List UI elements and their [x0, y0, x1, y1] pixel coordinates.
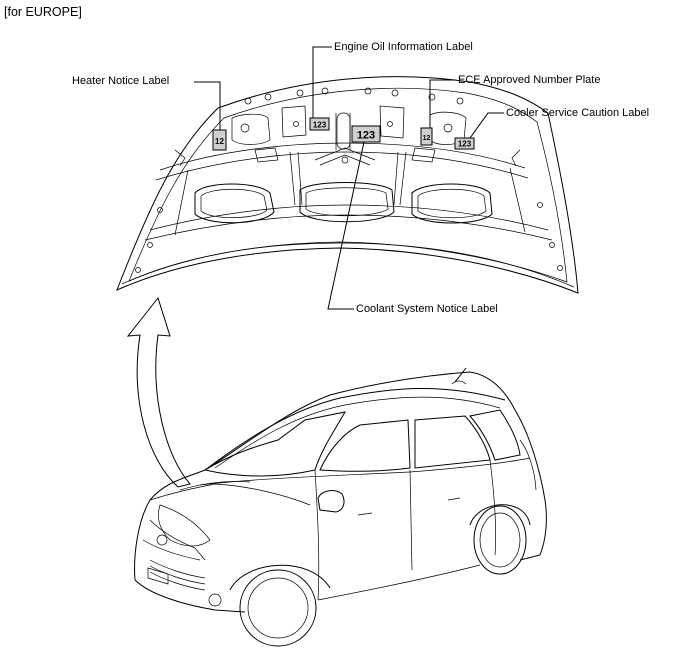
- cooler-service-caution-label-mark: 123: [454, 137, 475, 150]
- callout-cooler-service-caution-label: Cooler Service Caution Label: [506, 107, 650, 119]
- hood-underside-drawing: [116, 76, 579, 294]
- lift-arrow: [126, 296, 191, 488]
- coolant-system-notice-label-mark: 123: [351, 125, 381, 143]
- callout-ece-approved-number-plate: ECE Approved Number Plate: [458, 74, 601, 86]
- svg-text:12: 12: [215, 137, 224, 146]
- ece-approved-number-plate-mark: 12: [420, 127, 433, 146]
- svg-text:123: 123: [357, 130, 375, 142]
- engine-oil-information-label-mark: 123: [309, 117, 330, 131]
- svg-text:12: 12: [423, 135, 431, 142]
- leader-lines: [194, 46, 504, 310]
- svg-text:123: 123: [313, 121, 327, 130]
- heater-notice-label-mark: 12: [212, 129, 227, 151]
- callout-coolant-system-notice-label: Coolant System Notice Label: [356, 303, 498, 315]
- vehicle-drawing: [134, 367, 547, 647]
- callout-engine-oil-information-label: Engine Oil Information Label: [334, 41, 473, 53]
- region-title: [for EUROPE]: [4, 5, 82, 19]
- svg-text:123: 123: [458, 140, 472, 149]
- callout-heater-notice-label: Heater Notice Label: [72, 75, 170, 87]
